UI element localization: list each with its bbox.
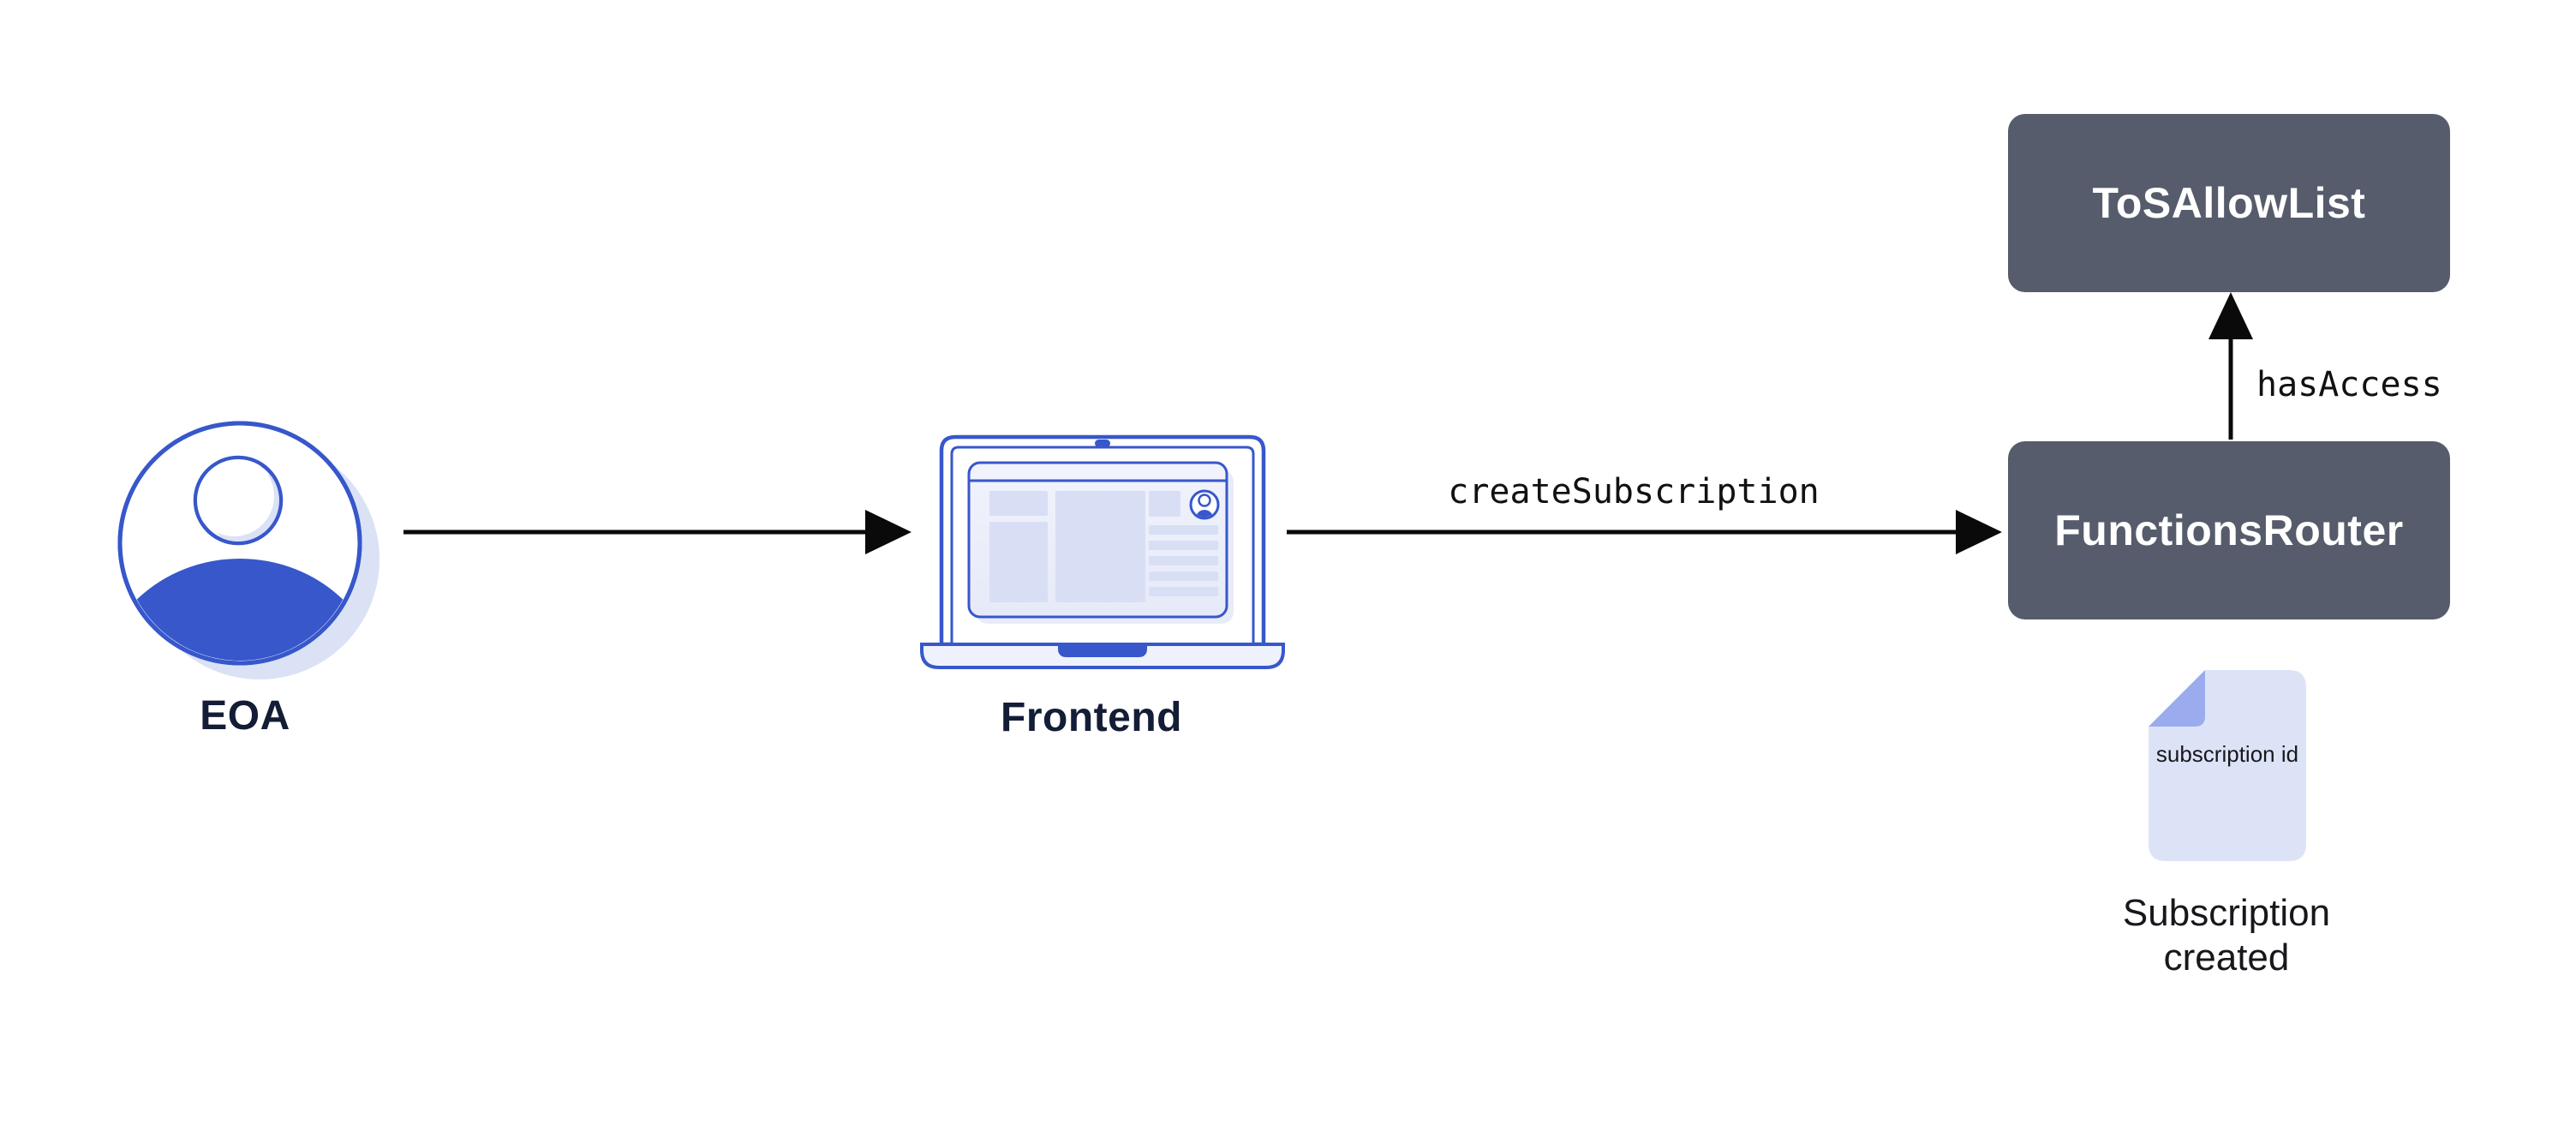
node-tosallowlist: ToSAllowList	[2008, 114, 2450, 292]
profile-avatar-icon	[1189, 489, 1220, 520]
arrow-eoa-to-frontend	[403, 510, 911, 554]
document-icon	[2149, 670, 2306, 861]
frontend-label: Frontend	[1001, 695, 1182, 740]
user-avatar-icon	[117, 421, 380, 679]
laptop-notch	[1058, 646, 1147, 657]
document-text: subscription id	[2155, 741, 2299, 767]
folded-corner	[2149, 670, 2205, 727]
edge-label-hasaccess: hasAccess	[2256, 365, 2442, 404]
functionsrouter-label: FunctionsRouter	[2054, 506, 2404, 554]
eoa-label: EOA	[200, 693, 290, 739]
arrow-frontend-to-functionsrouter	[1287, 510, 2002, 554]
webcam-dot	[1095, 440, 1110, 447]
edge-label-createsubscription: createSubscription	[1448, 472, 1820, 512]
avatar-body	[123, 559, 357, 661]
page-content-blocks	[989, 491, 1218, 602]
subscription-created-caption: Subscription created	[2122, 892, 2331, 978]
arrow-functionsrouter-to-tosallowlist	[2208, 292, 2253, 440]
laptop-icon	[920, 434, 1285, 669]
node-functionsrouter: FunctionsRouter	[2008, 441, 2450, 619]
tosallowlist-label: ToSAllowList	[2092, 179, 2366, 227]
